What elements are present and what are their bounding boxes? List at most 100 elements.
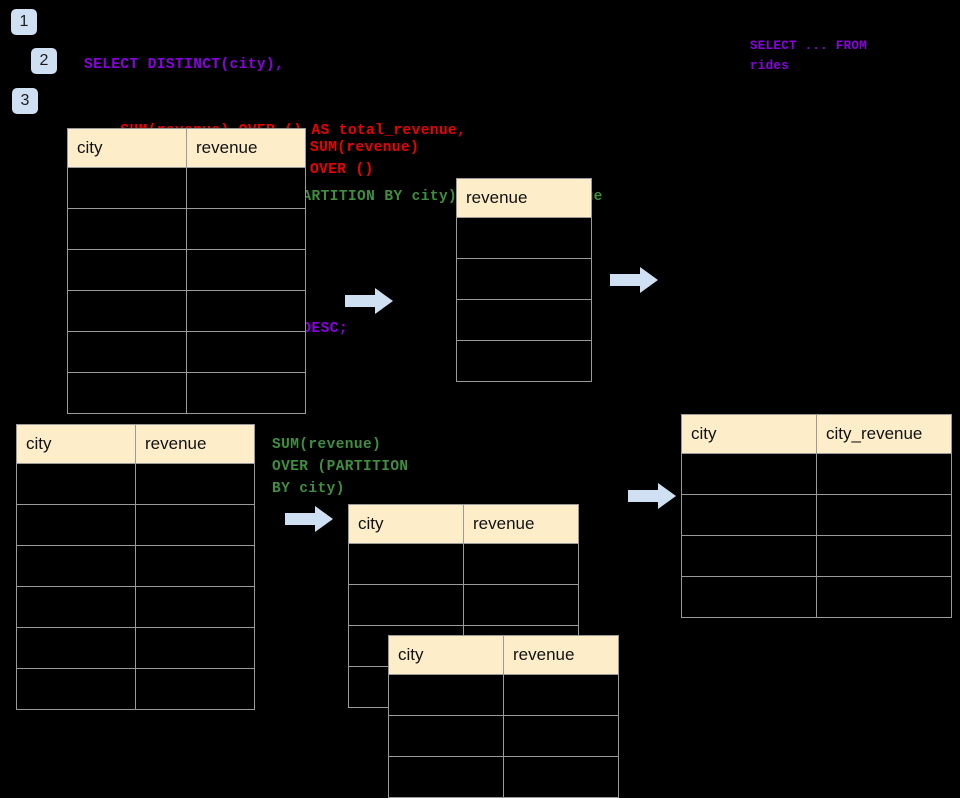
table-row (681, 535, 952, 577)
table-cell (816, 494, 952, 536)
table-row (348, 543, 579, 585)
table-cell (67, 372, 187, 414)
arrow-total-to-result (610, 267, 658, 293)
table-cell (16, 627, 136, 669)
table-row (348, 584, 579, 626)
table-cell (135, 545, 255, 587)
table-header-row: revenue (456, 178, 592, 218)
table-header-row: city revenue (67, 128, 306, 168)
diagram-canvas: 1 2 3 SELECT DISTINCT(city), SUM(revenue… (11, 9, 952, 798)
table-row (16, 545, 255, 587)
table-row (16, 586, 255, 628)
table-cell (456, 258, 592, 300)
table-header-row: city city_revenue (681, 414, 952, 454)
table-cell (186, 249, 306, 291)
table-cell (388, 674, 504, 716)
step-badge-1: 1 (11, 9, 37, 35)
table-row (67, 372, 306, 414)
table-cell (456, 299, 592, 341)
table-row (456, 258, 592, 300)
column-header-city: city (681, 414, 817, 454)
table-result: city city_revenue (681, 414, 952, 618)
table-cell (135, 504, 255, 546)
table-cell (16, 504, 136, 546)
table-header-row: city revenue (388, 635, 619, 675)
table-cell (67, 208, 187, 250)
column-header-revenue: revenue (463, 504, 579, 544)
table-cell (816, 576, 952, 618)
table-row (388, 756, 619, 798)
table-cell (16, 463, 136, 505)
table-cell (503, 674, 619, 716)
table-cell (186, 167, 306, 209)
table-source-bottom: city revenue (16, 424, 255, 710)
column-header-city-revenue: city_revenue (816, 414, 952, 454)
table-partition-b: city revenue (388, 635, 619, 798)
table-cell (348, 543, 464, 585)
table-row (67, 167, 306, 209)
table-source-top: city revenue (67, 128, 306, 414)
column-header-revenue: revenue (456, 178, 592, 218)
table-header-row: city revenue (348, 504, 579, 544)
table-header-row: city revenue (16, 424, 255, 464)
column-header-city: city (67, 128, 187, 168)
column-header-city: city (388, 635, 504, 675)
step-badge-2: 2 (31, 48, 57, 74)
table-row (16, 668, 255, 710)
table-cell (67, 290, 187, 332)
column-header-revenue: revenue (135, 424, 255, 464)
table-cell (816, 453, 952, 495)
column-header-revenue: revenue (186, 128, 306, 168)
column-header-revenue: revenue (503, 635, 619, 675)
table-cell (348, 584, 464, 626)
table-cell (681, 494, 817, 536)
arrow-partition-to-result (628, 483, 676, 509)
table-cell (681, 576, 817, 618)
table-row (67, 208, 306, 250)
table-cell (67, 167, 187, 209)
table-cell (67, 249, 187, 291)
table-row (67, 290, 306, 332)
table-row (681, 576, 952, 618)
table-cell (186, 290, 306, 332)
table-cell (456, 217, 592, 259)
table-row (16, 463, 255, 505)
table-cell (186, 372, 306, 414)
table-cell (186, 208, 306, 250)
table-row (388, 715, 619, 757)
table-total-revenue: revenue (456, 178, 592, 382)
table-row (67, 249, 306, 291)
table-cell (388, 715, 504, 757)
sql-line-select: SELECT DISTINCT(city), (84, 57, 285, 73)
table-cell (67, 331, 187, 373)
step-badge-3: 3 (12, 88, 38, 114)
table-cell (463, 543, 579, 585)
column-header-city: city (348, 504, 464, 544)
table-cell (503, 715, 619, 757)
table-cell (16, 668, 136, 710)
table-cell (816, 535, 952, 577)
arrow-source-to-total (345, 288, 393, 314)
table-row (681, 494, 952, 536)
table-row (456, 299, 592, 341)
arrow-source-to-partition (285, 506, 333, 532)
table-row (456, 340, 592, 382)
table-cell (186, 331, 306, 373)
table-cell (463, 584, 579, 626)
table-row (388, 674, 619, 716)
table-row (681, 453, 952, 495)
table-row (16, 504, 255, 546)
table-cell (16, 586, 136, 628)
table-cell (388, 756, 504, 798)
annotation-select-from: SELECT ... FROM rides (750, 39, 868, 73)
table-row (67, 331, 306, 373)
table-cell (16, 545, 136, 587)
table-row (456, 217, 592, 259)
table-row (16, 627, 255, 669)
table-cell (681, 535, 817, 577)
table-cell (135, 668, 255, 710)
table-cell (681, 453, 817, 495)
table-cell (135, 463, 255, 505)
table-cell (135, 627, 255, 669)
table-cell (135, 586, 255, 628)
